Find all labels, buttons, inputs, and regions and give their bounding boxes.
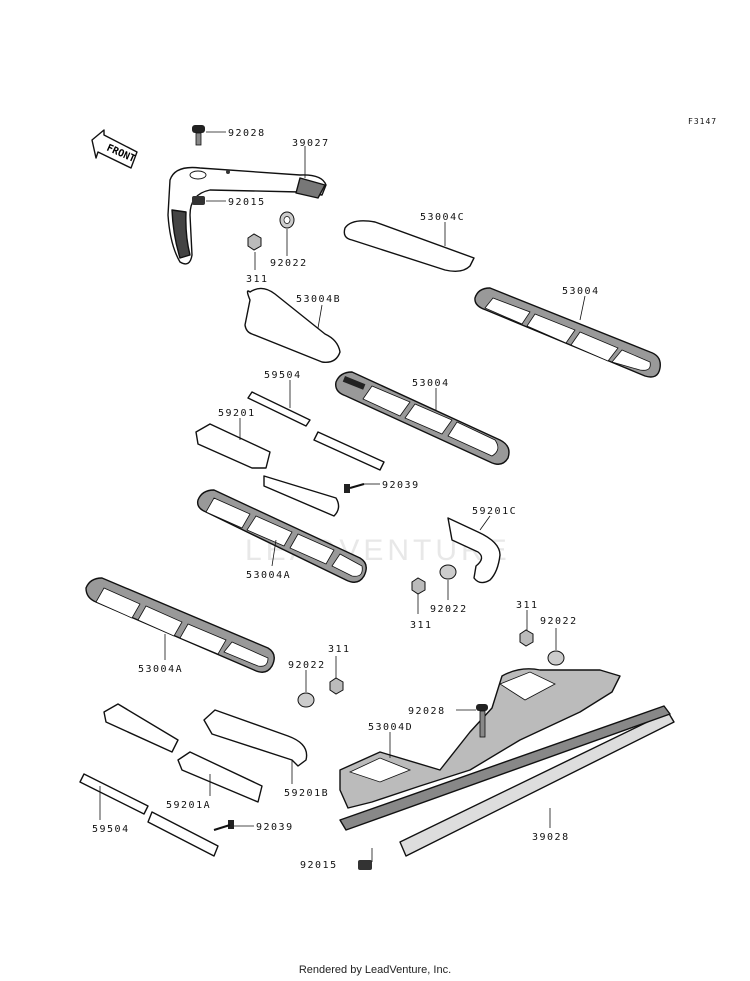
part-53004A-grid-pad-left xyxy=(85,577,275,673)
part-59201A-channel xyxy=(177,751,263,803)
label-59201: 59201 xyxy=(218,408,256,419)
label-59504-top: 59504 xyxy=(264,370,302,381)
part-59201C-bracket xyxy=(447,517,501,584)
label-311-right: 311 xyxy=(516,600,539,611)
part-92028-bolt-top xyxy=(192,125,205,146)
label-53004D: 53004D xyxy=(368,722,413,733)
leader-lines xyxy=(99,131,586,862)
part-92015-nut-top xyxy=(192,196,205,205)
part-59504-strip-top xyxy=(247,391,311,427)
part-92022-washer-right xyxy=(547,650,565,666)
part-311-nut-low xyxy=(329,677,344,695)
label-53004A-mid: 53004A xyxy=(246,570,291,581)
part-tube-mid xyxy=(263,475,340,517)
part-92022-washer-top xyxy=(279,211,295,229)
part-39028-rail xyxy=(339,705,675,857)
part-92039-rivet-mid xyxy=(344,483,365,493)
label-92022-mid: 92022 xyxy=(430,604,468,615)
part-53004-grid-pad-mid xyxy=(335,371,510,465)
label-311-top: 311 xyxy=(246,274,269,285)
part-tube-low xyxy=(147,811,219,857)
part-311-nut-right xyxy=(519,629,534,647)
label-92028-low: 92028 xyxy=(408,706,446,717)
label-53004C: 53004C xyxy=(420,212,465,223)
label-92015-low: 92015 xyxy=(300,860,338,871)
part-59504-strip-mid xyxy=(313,431,385,471)
label-311-low: 311 xyxy=(328,644,351,655)
label-53004A-left: 53004A xyxy=(138,664,183,675)
diagram-ref-code: F3147 xyxy=(688,117,717,126)
part-311-nut-top xyxy=(247,233,262,251)
label-92022-right: 92022 xyxy=(540,616,578,627)
part-92015-nut-low xyxy=(358,860,372,870)
front-arrow-icon: FRONT xyxy=(91,129,138,169)
label-53004-right: 53004 xyxy=(562,286,600,297)
part-59504-strip-low xyxy=(79,773,149,815)
label-39027: 39027 xyxy=(292,138,330,149)
part-53004A-grid-pad-mid xyxy=(196,489,367,583)
label-59201C: 59201C xyxy=(472,506,517,517)
label-92015-top: 92015 xyxy=(228,197,266,208)
label-53004B: 53004B xyxy=(296,294,341,305)
label-92039-mid: 92039 xyxy=(382,480,420,491)
part-92028-bolt-low xyxy=(476,704,488,738)
part-53004B-pad xyxy=(244,287,341,363)
label-53004-mid: 53004 xyxy=(412,378,450,389)
part-92022-washer-mid xyxy=(439,564,457,580)
part-53004D-frame xyxy=(339,668,621,809)
part-53004C-pad xyxy=(343,220,475,273)
part-39027-handle xyxy=(167,166,327,265)
label-39028: 39028 xyxy=(532,832,570,843)
label-92022-top: 92022 xyxy=(270,258,308,269)
part-311-nut-mid xyxy=(411,577,426,595)
part-59201B-tube xyxy=(203,709,308,767)
label-92028-top: 92028 xyxy=(228,128,266,139)
part-53004-grid-pad-right xyxy=(474,287,661,378)
label-92039-low: 92039 xyxy=(256,822,294,833)
part-92039-rivet-low xyxy=(213,820,234,831)
footer-credit: Rendered by LeadVenture, Inc. xyxy=(299,964,451,976)
label-311-mid: 311 xyxy=(410,620,433,631)
label-92022-low: 92022 xyxy=(288,660,326,671)
part-92022-washer-low xyxy=(297,692,315,708)
label-59504-low: 59504 xyxy=(92,824,130,835)
part-59201-channel xyxy=(195,423,271,469)
part-cover-pad-left xyxy=(103,703,179,753)
label-59201A: 59201A xyxy=(166,800,211,811)
label-59201B: 59201B xyxy=(284,788,329,799)
